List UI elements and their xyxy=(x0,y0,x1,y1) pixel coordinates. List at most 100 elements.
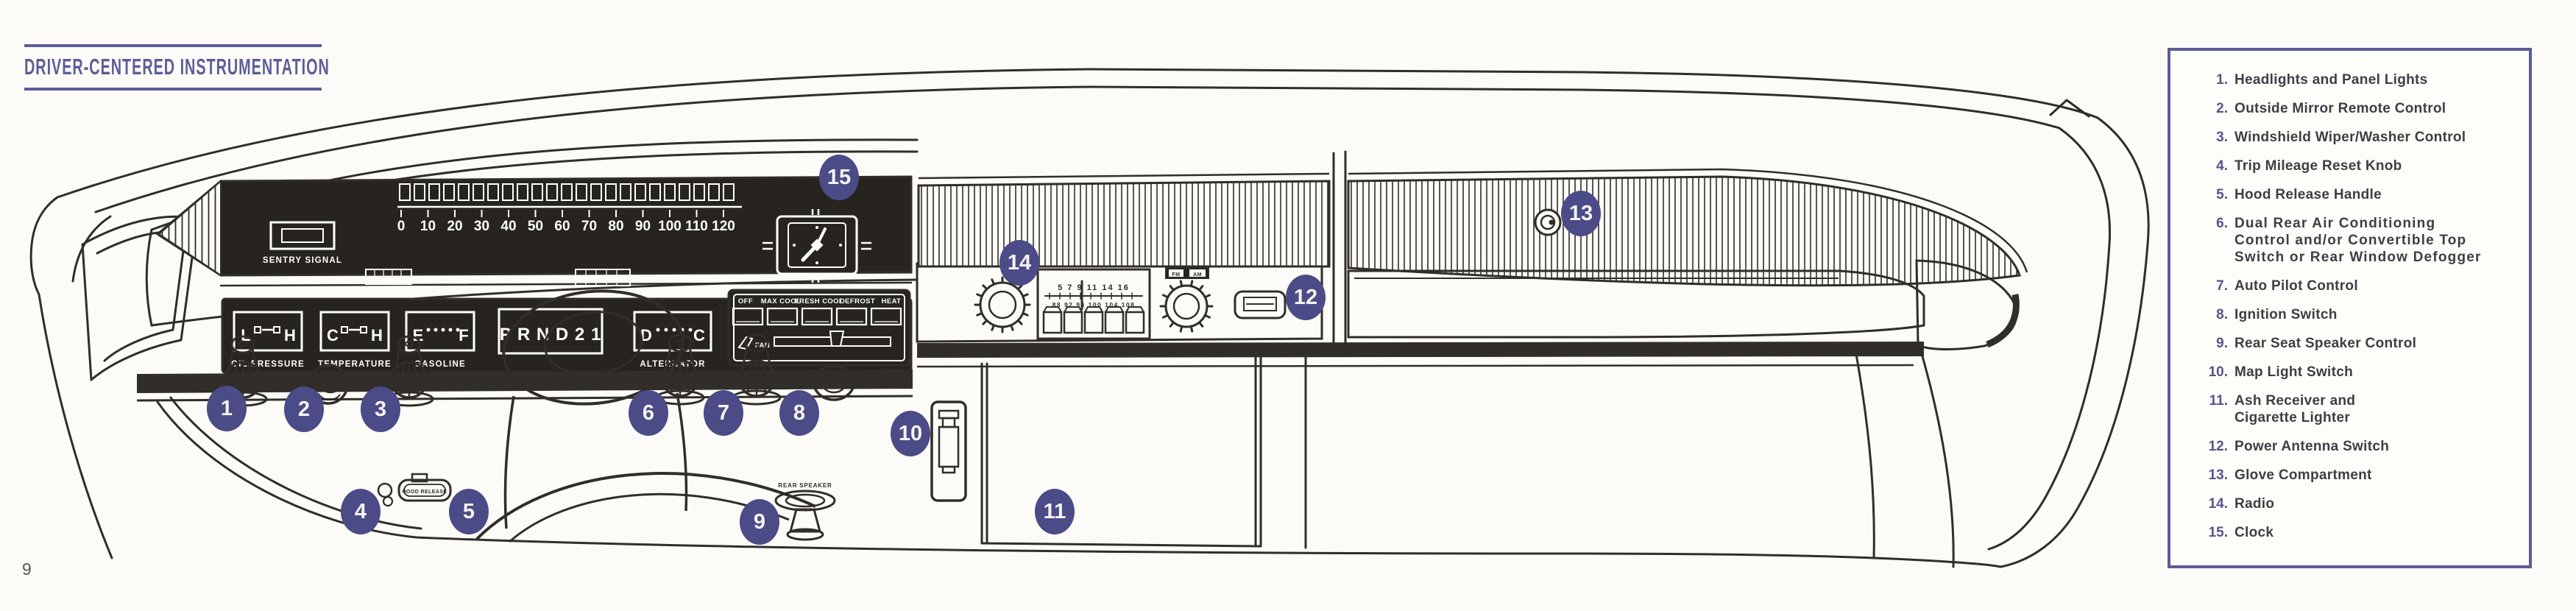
radio-fm-label: FM xyxy=(1172,272,1181,278)
gas-gauge-left-letter: E xyxy=(413,326,424,345)
mirror-remote-control xyxy=(308,364,349,405)
svg-text:40: 40 xyxy=(500,219,516,234)
legend-item-1: 1.Headlights and Panel Lights xyxy=(2201,71,2514,88)
legend-item-number: 2. xyxy=(2216,101,2228,116)
legend-item-label: Hood Release Handle xyxy=(2234,187,2382,202)
svg-text:HEAT: HEAT xyxy=(882,297,902,306)
heater-pushbuttons xyxy=(732,307,902,326)
legend-item-label: Radio xyxy=(2234,496,2275,512)
hood-release-label: HOOD RELEASE xyxy=(403,490,447,495)
legend-item-number: 3. xyxy=(2216,130,2228,145)
page-title-block: DRIVER-CENTERED INSTRUMENTATION xyxy=(24,44,329,91)
radio-tuning-knob-ridges xyxy=(974,276,1031,333)
legend-item-label: Map Light Switch xyxy=(2234,364,2354,380)
legend-item-number: 7. xyxy=(2216,278,2228,294)
legend-item-10: 10. Map Light Switch xyxy=(2201,364,2514,381)
fan-label: FAN xyxy=(755,342,770,350)
svg-text:0: 0 xyxy=(397,219,406,234)
legend-item-number: 13. xyxy=(2208,467,2228,483)
legend-item-label: Auto Pilot Control xyxy=(2234,278,2358,294)
legend-item-label: Power Antenna Switch xyxy=(2234,439,2390,454)
rear-speaker-label: REAR SPEAKER xyxy=(778,482,832,489)
legend-item-3: 3. Windshield Wiper/Washer Control xyxy=(2201,129,2514,146)
legend-item-number: 11. xyxy=(2209,393,2228,409)
legend-list: 1.Headlights and Panel Lights 2. Outside M… xyxy=(2201,71,2514,541)
dash-shadow-stripes xyxy=(136,342,1924,402)
svg-text:OFF: OFF xyxy=(738,297,753,306)
steering-column xyxy=(475,289,816,543)
legend-item-label: Headlights and Panel Lights xyxy=(2234,72,2428,88)
legend-item-label: Glove Compartment xyxy=(2234,467,2372,483)
svg-text:60: 60 xyxy=(554,219,570,234)
legend-item-12: 12. Power Antenna Switch xyxy=(2201,438,2514,455)
svg-text:30: 30 xyxy=(474,219,489,234)
legend-item-label: Windshield Wiper/Washer Control xyxy=(2234,130,2466,145)
legend-item-number: 6. xyxy=(2216,216,2228,231)
radio-pushbuttons xyxy=(1042,306,1145,334)
legend-item-number: 15. xyxy=(2208,525,2228,540)
temperature-gauge: C H TEMPERATURE xyxy=(318,311,391,369)
svg-text:120: 120 xyxy=(712,219,735,234)
legend-item-11: 11. Ash Receiver and Cigarette Lighter xyxy=(2201,392,2514,426)
page-number: 9 xyxy=(22,559,32,579)
legend-item-13: 13. Glove Compartment xyxy=(2201,467,2514,484)
clock xyxy=(762,209,871,283)
gas-gauge-label: GASOLINE xyxy=(414,360,466,369)
speaker-grille xyxy=(917,168,2028,287)
svg-text:DEFROST: DEFROST xyxy=(840,297,875,306)
alt-gauge-left-letter: D xyxy=(640,326,652,345)
legend-item-label: Outside Mirror Remote Control xyxy=(2234,101,2446,116)
legend-item-label: Trip Mileage Reset Knob xyxy=(2234,158,2402,174)
legend-item-label: Rear Seat Speaker Control xyxy=(2234,336,2417,351)
legend-item-number: 14. xyxy=(2208,496,2228,512)
legend-item-5: 5. Hood Release Handle xyxy=(2201,186,2514,203)
svg-text:70: 70 xyxy=(581,219,597,234)
legend-item-14: 14. Radio xyxy=(2201,495,2514,512)
radio-tuning-knob xyxy=(979,281,1026,328)
svg-text:80: 80 xyxy=(608,219,623,234)
gear-indicator: P R N D 2 1 xyxy=(498,308,604,355)
gear-indicator-letters: P R N D 2 1 xyxy=(500,325,602,345)
oil-gauge-left-letter: L xyxy=(241,326,250,345)
temp-gauge-left-letter: C xyxy=(327,326,339,345)
legend-item-number: 8. xyxy=(2216,307,2228,322)
svg-text:50: 50 xyxy=(528,219,543,234)
radio-dial-am-numbers: 5 7 9 11 14 16 xyxy=(1058,283,1130,292)
temp-gauge-right-letter: H xyxy=(371,326,383,345)
legend-item-9: 9.Rear Seat Speaker Control xyxy=(2201,335,2514,352)
legend-item-label: Clock xyxy=(2234,525,2274,540)
speedometer-segments xyxy=(399,183,735,201)
legend-box: 1.Headlights and Panel Lights 2. Outside M… xyxy=(2168,48,2532,568)
radio-dial-fm-numbers: 88 92 96 100 104 108 xyxy=(1052,301,1136,308)
legend-item-15: 15. Clock xyxy=(2201,524,2514,541)
rear-speaker-control: REAR SPEAKER xyxy=(774,482,836,541)
legend-item-4: 4. Trip Mileage Reset Knob xyxy=(2201,158,2514,174)
hood-release-handle: HOOD RELEASE xyxy=(377,473,452,507)
radio-band-knob-ridges xyxy=(1159,280,1214,333)
svg-text:MAX COOL: MAX COOL xyxy=(761,297,801,306)
odometer xyxy=(365,269,631,286)
legend-item-2: 2. Outside Mirror Remote Control xyxy=(2201,100,2514,117)
radio: 5 7 9 11 14 16 88 92 96 100 104 108 FM A… xyxy=(916,259,1323,343)
legend-item-label: Ash Receiver and Cigarette Lighter xyxy=(2234,393,2356,425)
legend-item-label: Dual Rear Air Conditioning Control and/o… xyxy=(2234,216,2482,265)
svg-text:FRESH COOL: FRESH COOL xyxy=(795,297,843,306)
legend-item-number: 12. xyxy=(2208,439,2228,454)
fan-slider-lever xyxy=(829,331,845,347)
map-light-switch xyxy=(930,400,967,502)
legend-item-label: Ignition Switch xyxy=(2234,307,2338,322)
glove-compartment-latch-icon xyxy=(1534,208,1562,236)
legend-item-number: 10. xyxy=(2208,364,2228,380)
legend-item-number: 5. xyxy=(2216,187,2228,202)
legend-item-number: 4. xyxy=(2216,158,2228,174)
radio-band-knob xyxy=(1164,284,1209,328)
sentry-signal-label: SENTRY SIGNAL xyxy=(263,256,342,265)
svg-text:100: 100 xyxy=(658,219,682,234)
oil-gauge-right-letter: H xyxy=(284,326,296,345)
svg-text:10: 10 xyxy=(420,219,436,234)
radio-am-label: AM xyxy=(1193,272,1202,278)
